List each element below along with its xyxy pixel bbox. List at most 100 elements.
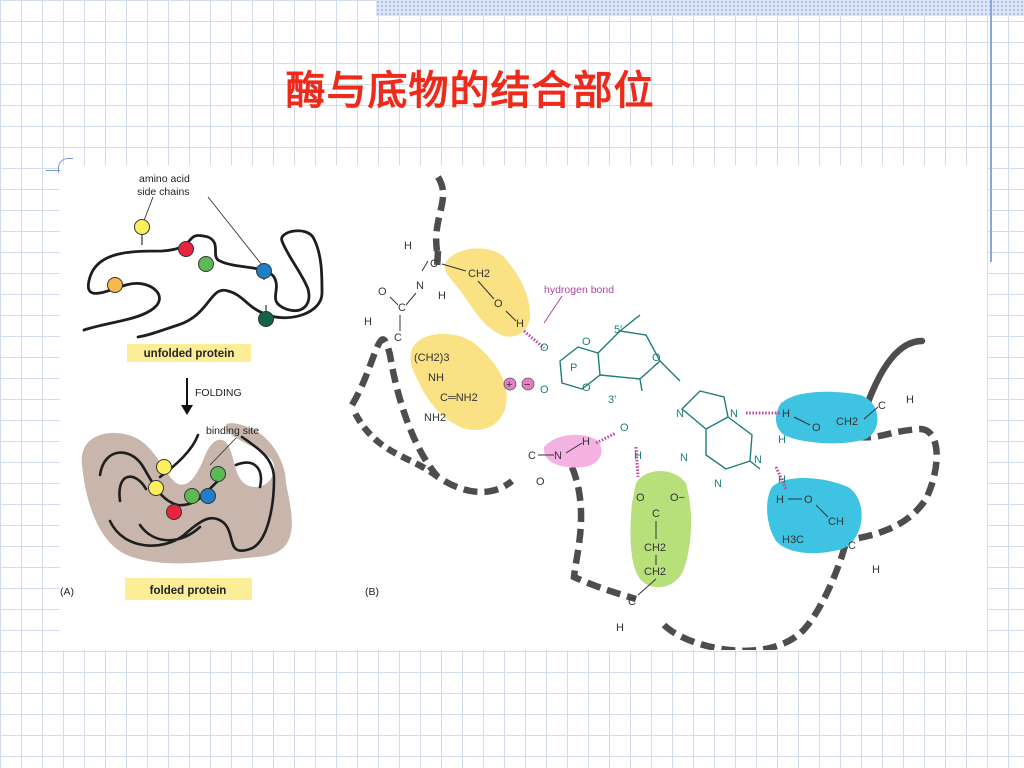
panel-a-label: (A) (60, 586, 74, 598)
atom-h: H (872, 564, 880, 576)
label-3prime: 3′ (608, 394, 616, 406)
unfolded-label-box (127, 344, 251, 362)
atom-h: H (776, 494, 784, 506)
atom-h: H (516, 318, 524, 330)
hydroxyl-highlight-top (775, 391, 878, 444)
atom-ch2: CH2 (836, 416, 858, 428)
atom-c: C (528, 450, 536, 462)
atom-c-eq-nh2: C═NH2 (440, 392, 478, 404)
atom-h: H (634, 450, 642, 462)
atom-h: H (616, 622, 624, 634)
folding-arrow-head (181, 405, 193, 415)
atom-n: N (730, 408, 738, 420)
backbone-amide-1: N H O C H C (364, 260, 446, 344)
side-chains-label-line1: amino acid (139, 173, 190, 185)
arginine-group: (CH2)3 NH C═NH2 NH2 + − (414, 352, 535, 424)
atom-h: H (782, 408, 790, 420)
atom-o-minus: O− (670, 492, 685, 504)
atom-o: O (582, 336, 591, 348)
site-chain-red (166, 504, 182, 520)
ribose-phosphate-ring (559, 314, 681, 392)
atom-c: C (848, 540, 856, 552)
figure-enzyme-binding-site: amino acid side chains unfolded protein … (60, 165, 987, 650)
serine-highlight (444, 248, 530, 337)
amide-nh-group: C N H O (528, 436, 590, 488)
side-chain-green (198, 256, 214, 272)
header-decoration-bar (376, 0, 1024, 16)
atom-ch2-chain: (CH2)3 (414, 352, 449, 364)
atom-o: O (582, 382, 591, 394)
atom-c: C (394, 332, 402, 344)
panel-b-label: (B) (365, 586, 379, 598)
side-chain-orange (107, 277, 123, 293)
site-chain-yellow (156, 459, 172, 475)
side-chain-red (178, 241, 194, 257)
atom-p: P (570, 362, 577, 374)
arginine-highlight (410, 333, 507, 431)
atom-o: O (536, 476, 545, 488)
atom-h: H (778, 474, 786, 486)
atom-n: N (754, 454, 762, 466)
hydroxyl-group-top: H O CH2 C H (782, 394, 914, 434)
backbone-segment (351, 409, 441, 480)
protein-backbone (349, 175, 940, 650)
site-chain-green (184, 488, 200, 504)
negative-charge (521, 377, 535, 391)
atom-o: O (620, 422, 629, 434)
atom-o: O (812, 422, 821, 434)
atom-o: O (378, 286, 387, 298)
atom-nh: NH (428, 372, 444, 384)
atom-h: H (404, 240, 412, 252)
panel-b: (B) hydrogen bond H C CH2 O H (349, 175, 940, 650)
adenine-ring (680, 390, 761, 470)
side-chain-dark-green (258, 311, 274, 327)
atom-h: H (364, 316, 372, 328)
binding-site-label: binding site (206, 425, 259, 437)
title-decoration-hook (58, 158, 73, 173)
atom-c: C (652, 508, 660, 520)
atom-c: C (628, 596, 636, 608)
binding-site-pointer (209, 437, 237, 466)
atom-h: H (778, 434, 786, 446)
atom-c: C (430, 258, 438, 270)
hydroxyl-group-bottom: H O CH H3C C H (776, 494, 880, 576)
atom-ch: CH (828, 516, 844, 528)
site-chain-blue (200, 488, 216, 504)
atom-n: N (680, 452, 688, 464)
amide-highlight (543, 434, 602, 468)
atom-o: O (636, 492, 645, 504)
unfolded-protein-chain (82, 229, 324, 339)
label-pointer-line (142, 196, 154, 224)
minus-sign: − (524, 379, 530, 391)
hbond-pointer (543, 295, 563, 324)
atom-c: C (398, 302, 406, 314)
side-chains-label-line2: side chains (137, 186, 190, 198)
label-5prime: 5′ (614, 324, 622, 336)
side-chain-blue (256, 263, 272, 279)
atom-h3c: H3C (782, 534, 804, 546)
atom-o: O (540, 342, 549, 354)
label-pointer-line (207, 196, 263, 266)
folding-label: FOLDING (195, 387, 242, 399)
substrate-camp: O O P O O 5′ 3′ O O H N N N N N H H (540, 314, 786, 490)
atom-h: H (582, 436, 590, 448)
atom-ch2: CH2 (468, 268, 490, 280)
atom-nh2: NH2 (424, 412, 446, 424)
atom-n: N (416, 280, 424, 292)
unfolded-protein-label: unfolded protein (144, 348, 235, 360)
atom-o: O (494, 298, 503, 310)
atom-o: O (804, 494, 813, 506)
slide-title: 酶与底物的结合部位 (285, 67, 655, 114)
folded-label-box (125, 578, 252, 600)
atom-h: H (906, 394, 914, 406)
hydrogen-bond-label: hydrogen bond (544, 284, 614, 296)
right-edge-rule (990, 0, 992, 262)
positive-charge (503, 377, 517, 391)
plus-sign: + (506, 379, 512, 391)
glutamate-highlight (630, 471, 692, 588)
hydrogen-bonds (523, 329, 788, 490)
panel-a: amino acid side chains unfolded protein … (60, 173, 324, 600)
hydroxyl-highlight-bottom (767, 478, 862, 554)
atom-ch2: CH2 (644, 542, 666, 554)
atom-ch2: CH2 (644, 566, 666, 578)
